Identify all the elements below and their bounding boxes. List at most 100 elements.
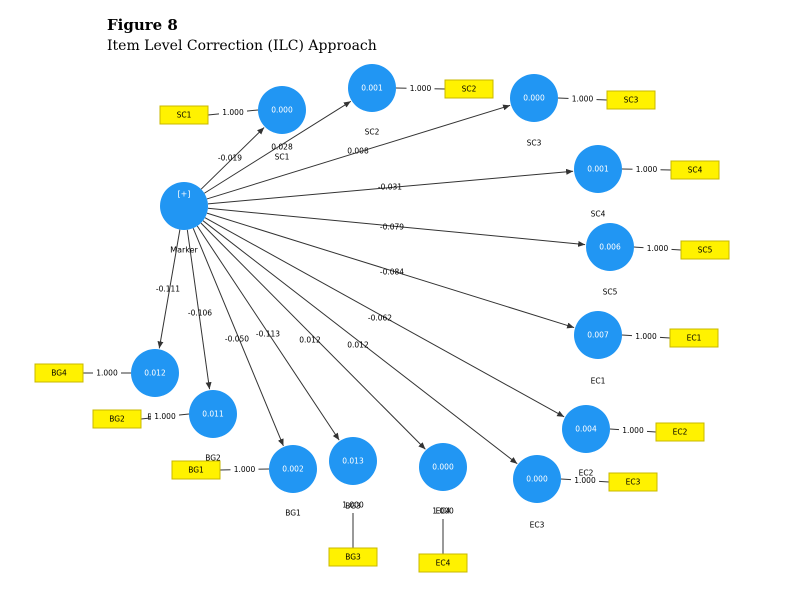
indicator-label-bg2: BG2 [109,415,125,424]
indicator-box-bg2 [92,409,142,429]
indicator-box-ec2 [655,422,705,442]
indicator-box-bg1 [171,460,221,480]
path-edge-bg4 [157,229,181,349]
indicator-label-bg4: BG4 [51,369,67,378]
loading-value-ec4: 1.000 [432,507,454,516]
loading-value-ec2: 1.000 [622,426,644,435]
construct-name-ec3: EC3 [530,521,545,530]
indicator-box-sc5 [680,240,730,260]
path-coef-bg4: -0.111 [156,285,180,294]
loading-bg-sc4 [632,164,661,175]
construct-node-ec1 [574,311,622,359]
construct-node-ec4 [419,443,467,491]
indicator-label-ec3: EC3 [626,478,641,487]
loading-value-ec3: 1.000 [574,476,596,485]
loading-bg-sc1 [219,107,247,118]
construct-node-sc3 [510,74,558,122]
loading-bg-bg2 [151,411,179,422]
construct-name-sc2: SC2 [365,128,380,137]
path-edge-ec3 [202,220,518,465]
marker-node [160,182,208,230]
indicator-label-sc1: SC1 [177,111,192,120]
indicator-box-ec3 [608,472,658,492]
path-coef-ec4: 0.012 [299,336,321,345]
path-edge-sc2 [204,100,352,194]
loading-bg-sc2 [406,83,435,94]
path-edge-sc3 [206,104,511,200]
construct-name-ec2: EC2 [579,469,594,478]
loading-value-sc5: 1.000 [647,244,669,253]
construct-name-ec1: EC1 [591,377,606,386]
construct-node-sc4 [574,145,622,193]
indicator-box-sc4 [670,160,720,180]
path-edge-ec2 [204,217,565,418]
path-coef-ec2: -0.062 [368,314,392,323]
construct-value-bg1: 0.002 [282,465,304,474]
loading-value-bg2: 1.000 [154,412,176,421]
indicator-label-ec4: EC4 [436,559,451,568]
loading-value-bg3: 1.000 [342,501,364,510]
marker-expand-label: [+] [178,190,191,199]
loading-value-ec1: 1.000 [635,332,657,341]
construct-node-sc5 [586,223,634,271]
loading-value-sc1: 1.000 [222,108,244,117]
indicator-box-ec4 [418,553,468,573]
indicator-box-sc3 [606,90,656,110]
construct-value-sc4: 0.001 [587,165,609,174]
construct-value-sc1: 0.000 [271,106,293,115]
marker-name-label: Marker [170,246,198,255]
loading-value-bg1: 1.000 [234,465,256,474]
construct-value-ec2: 0.004 [575,425,597,434]
loading-value-bg4: 1.000 [96,369,118,378]
path-edge-ec1 [206,212,575,329]
path-edge-bg2 [186,229,212,390]
path-coef-sc2: 0.008 [347,147,369,156]
construct-value-bg4: 0.012 [144,369,166,378]
construct-node-ec3 [513,455,561,503]
construct-value-ec4: 0.000 [432,463,454,472]
construct-node-bg4 [131,349,179,397]
figure-subtitle: Item Level Correction (ILC) Approach [107,38,377,54]
construct-r2-sc1: 0.028 [271,143,293,152]
path-edge-bg1 [192,227,284,447]
path-edge-sc1 [200,127,265,190]
indicator-label-ec1: EC1 [687,334,702,343]
path-coef-sc4: -0.031 [378,183,402,192]
construct-name-sc5: SC5 [603,288,618,297]
indicator-label-bg3: BG3 [345,553,361,562]
path-edge-sc5 [207,207,586,247]
path-coef-bg1: -0.050 [225,335,249,344]
construct-value-sc5: 0.006 [599,243,621,252]
loading-value-sc4: 1.000 [636,165,658,174]
construct-node-bg3 [329,437,377,485]
path-coef-bg2: -0.106 [188,309,212,318]
construct-name-bg2: BG2 [205,454,221,463]
construct-node-sc2 [348,64,396,112]
path-coef-sc5: -0.079 [380,223,404,232]
loading-bg-ec2 [619,425,647,436]
loading-bg-ec1 [632,331,660,342]
path-edge-ec4 [200,222,426,450]
indicator-box-bg3 [328,547,378,567]
indicator-label-sc2: SC2 [462,85,477,94]
indicator-label-bg1: BG1 [188,466,204,475]
indicator-label-sc5: SC5 [698,246,713,255]
construct-value-sc2: 0.001 [361,84,383,93]
figure-title: Figure 8 [107,16,178,34]
loading-bg-bg4 [93,368,121,378]
construct-name-sc1: SC1 [275,153,290,162]
construct-value-ec1: 0.007 [587,331,609,340]
construct-node-bg1 [269,445,317,493]
indicator-box-bg4 [34,363,84,383]
construct-name-sc4: SC4 [591,210,606,219]
loading-bg-ec3 [571,475,599,486]
indicator-label-sc3: SC3 [624,96,639,105]
construct-name-bg3: BG3 [345,502,361,511]
construct-node-ec2 [562,405,610,453]
loading-bg-sc5 [643,243,672,254]
indicator-box-ec1 [669,328,719,348]
loading-value-sc3: 1.000 [572,95,594,104]
construct-value-sc3: 0.000 [523,94,545,103]
indicator-box-sc2 [444,79,494,99]
path-coef-bg3: -0.113 [256,330,280,339]
